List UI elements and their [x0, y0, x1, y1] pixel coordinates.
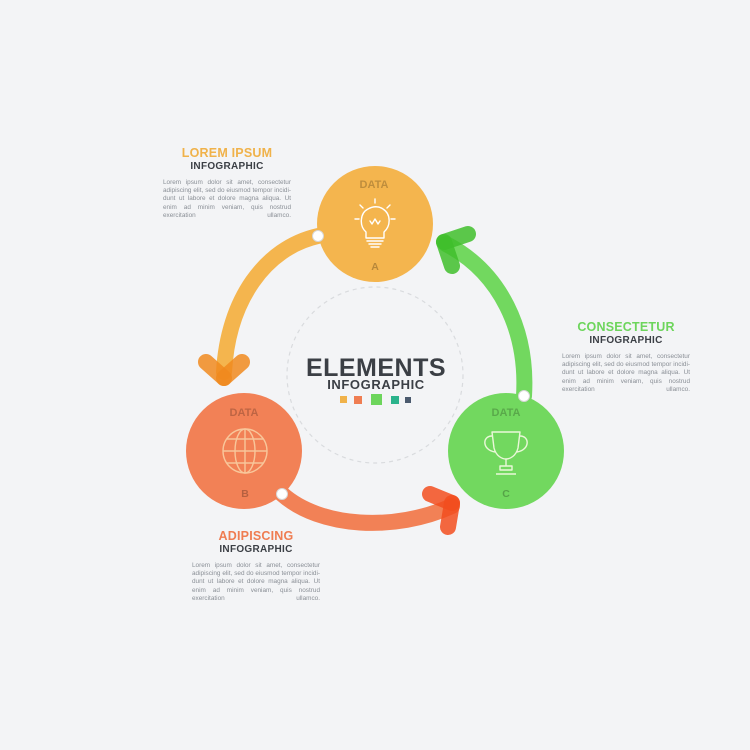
- node-c-letter: C: [502, 488, 510, 500]
- arrow-a-to-b-head-right: [216, 354, 250, 386]
- center-subtitle: INFOGRAPHIC: [327, 377, 425, 392]
- node-b: DATA B: [186, 393, 302, 509]
- block-body: Lorem ipsum dolor sit amet, consectetur …: [192, 562, 320, 602]
- block-body: Lorem ipsum dolor sit amet, consectetur …: [163, 179, 291, 219]
- legend-square-2: [354, 396, 362, 404]
- legend-square-3: [371, 394, 382, 405]
- node-a-circle: [317, 166, 433, 282]
- lightbulb-icon: [354, 198, 396, 248]
- block-subtitle: INFOGRAPHIC: [589, 335, 663, 346]
- connector-dot-b: [276, 488, 288, 500]
- arrow-c-to-a: [436, 226, 533, 404]
- arrow-c-to-a-head-bottom: [436, 234, 460, 274]
- block-title: LOREM IPSUM: [181, 146, 273, 160]
- trophy-icon: [484, 431, 528, 475]
- node-a-data-label: DATA: [360, 179, 389, 191]
- node-c-data-label: DATA: [492, 407, 521, 419]
- globe-icon: [222, 428, 268, 474]
- block-body: Lorem ipsum dolor sit amet, consectetur …: [562, 353, 690, 393]
- center-ring: [286, 286, 464, 464]
- arrow-c-to-a-shaft: [438, 236, 533, 404]
- node-b-letter: B: [241, 488, 249, 500]
- node-a-letter: A: [371, 261, 379, 273]
- center-legend: [340, 394, 411, 405]
- center-title: ELEMENTS: [306, 354, 446, 382]
- node-a: DATA A: [317, 166, 433, 282]
- block-subtitle: INFOGRAPHIC: [219, 544, 293, 555]
- arrow-a-to-b: [198, 228, 326, 386]
- arrow-b-to-c-head-bottom: [440, 495, 460, 535]
- block-title: ADIPISCING: [218, 529, 294, 543]
- text-block-lorem-ipsum: LOREM IPSUM INFOGRAPHIC Lorem ipsum dolo…: [163, 146, 291, 220]
- text-block-consectetur: CONSECTETUR INFOGRAPHIC Lorem ipsum dolo…: [562, 320, 690, 394]
- arrow-b-to-c: [274, 486, 460, 535]
- connector-dot-c: [518, 390, 530, 402]
- text-block-adipiscing: ADIPISCING INFOGRAPHIC Lorem ipsum dolor…: [192, 529, 320, 603]
- connector-dot-a: [312, 230, 324, 242]
- block-subtitle: INFOGRAPHIC: [190, 161, 264, 172]
- arrow-a-to-b-shaft: [216, 228, 326, 380]
- arrow-b-to-c-shaft: [274, 486, 460, 531]
- node-b-data-label: DATA: [230, 407, 259, 419]
- node-c: DATA C: [448, 393, 564, 509]
- legend-square-4: [391, 396, 399, 404]
- legend-square-1: [340, 396, 347, 403]
- node-c-circle: [448, 393, 564, 509]
- block-title: CONSECTETUR: [577, 320, 675, 334]
- legend-square-5: [405, 397, 411, 403]
